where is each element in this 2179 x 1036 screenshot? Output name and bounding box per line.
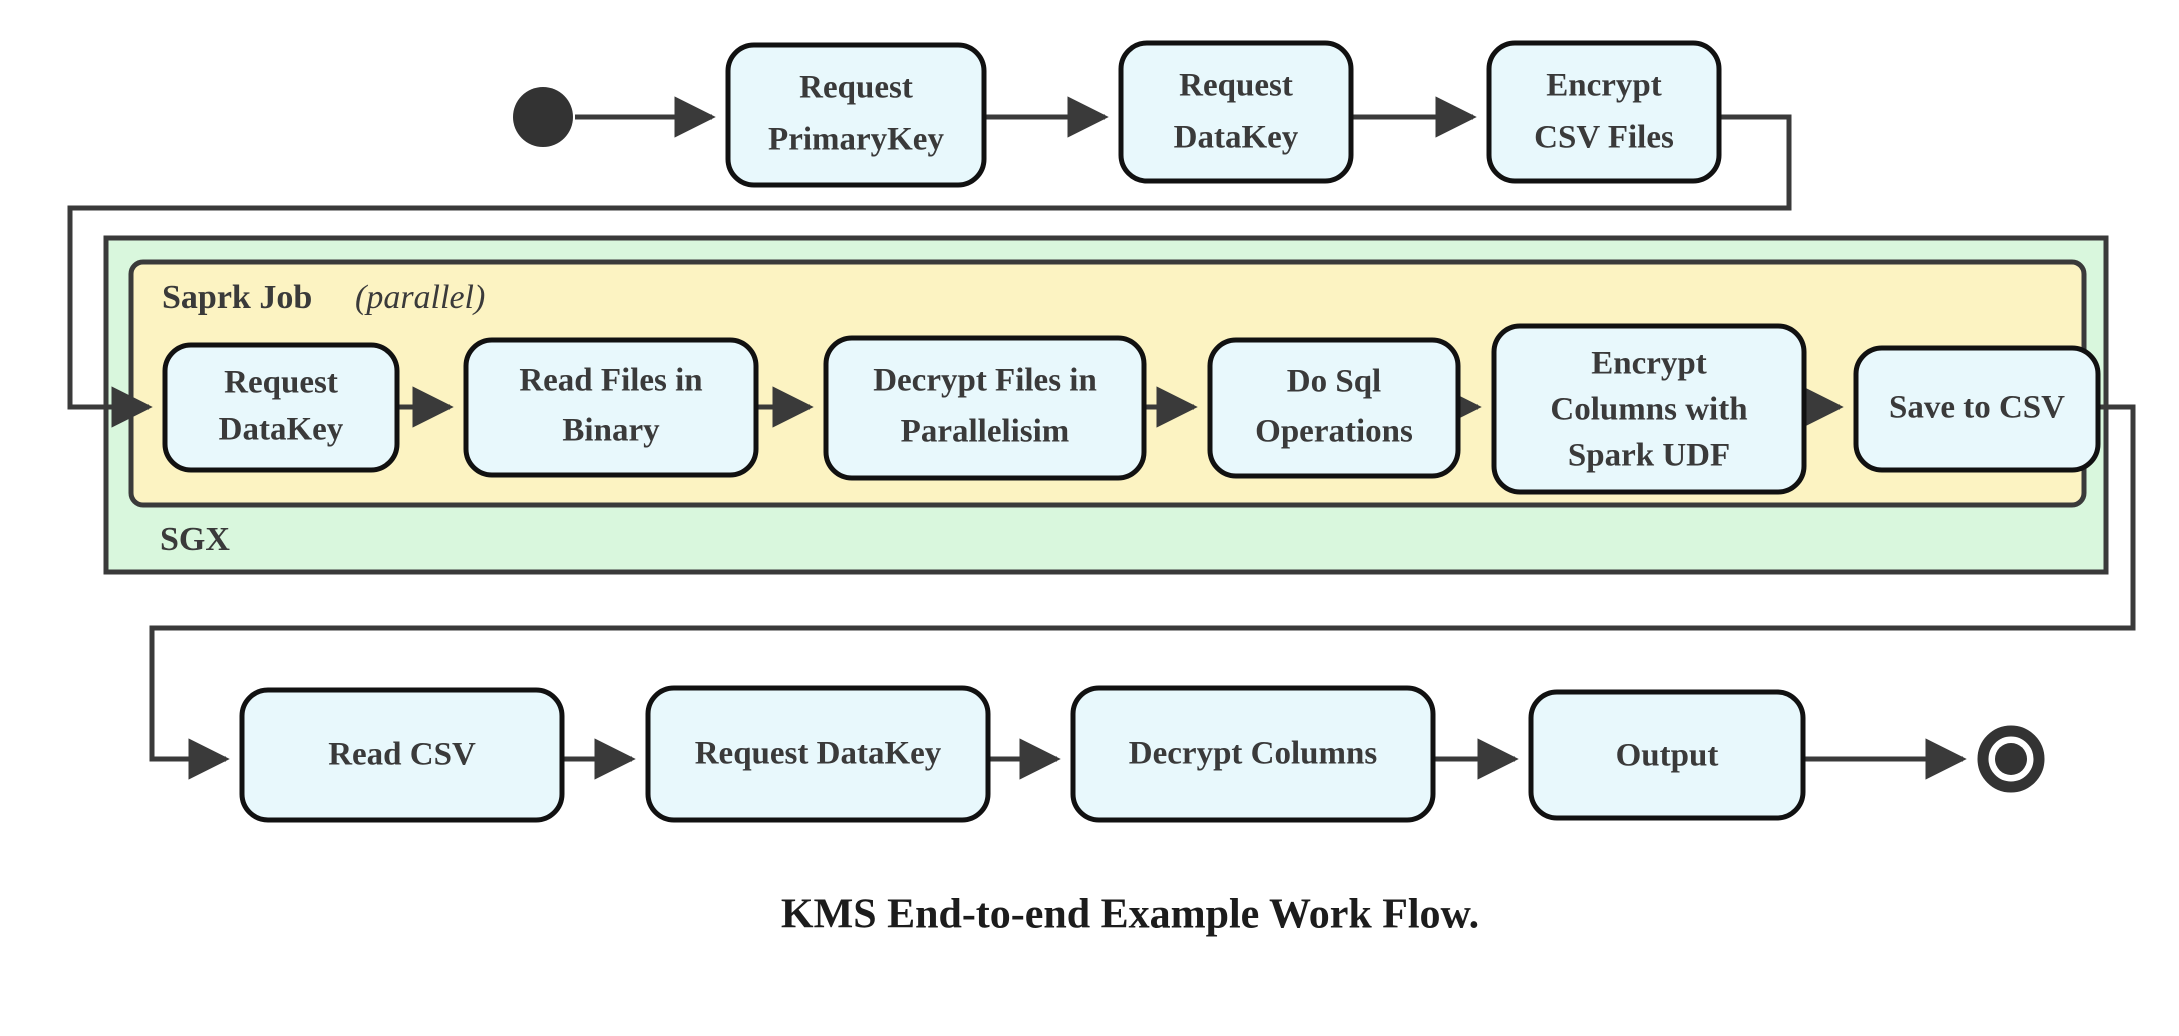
node-request-primarykey-rect[interactable] — [725, 42, 987, 188]
node-encrypt-csv-files[interactable]: Encrypt CSV Files — [1486, 40, 1722, 184]
node-read-csv-rect[interactable] — [239, 687, 565, 823]
node-output-line-0: Output — [1616, 738, 1719, 774]
node-do-sql-operations-rect[interactable] — [1207, 337, 1461, 479]
end-node — [1977, 725, 2045, 793]
end-node-dot — [1995, 743, 2027, 775]
node-do-sql-operations[interactable]: Do Sql Operations — [1207, 337, 1461, 479]
node-read-csv[interactable]: Read CSV — [239, 687, 565, 823]
diagram-caption: KMS End-to-end Example Work Flow. — [781, 892, 1479, 938]
end-node-ring — [1977, 725, 2045, 793]
node-request-primarykey[interactable]: Request PrimaryKey — [725, 42, 987, 188]
node-encrypt-columns-line-2: Spark UDF — [1568, 438, 1730, 474]
node-save-to-csv[interactable]: Save to CSV — [1853, 345, 2101, 473]
start-node — [513, 87, 573, 147]
node-read-files-in-binary-line-1: Binary — [562, 413, 660, 449]
node-do-sql-operations-line-0: Do Sql — [1287, 364, 1381, 400]
edges — [67, 96, 2136, 780]
node-request-datakey-top[interactable]: Request DataKey — [1118, 40, 1354, 184]
node-encrypt-csv-files-line-1: CSV Files — [1534, 120, 1674, 156]
node-read-csv-line-0: Read CSV — [328, 737, 476, 773]
node-save-to-csv-rect[interactable] — [1853, 345, 2101, 473]
sgx-container-label: SGX — [160, 521, 230, 558]
node-request-datakey-bottom-line-0: Request DataKey — [695, 736, 942, 772]
node-read-files-in-binary-line-0: Read Files in — [519, 363, 702, 399]
node-request-datakey-bottom[interactable]: Request DataKey — [645, 685, 991, 823]
spark-job-label-bold: Saprk Job — [162, 279, 312, 316]
node-decrypt-files-in-parallelisim-rect[interactable] — [823, 335, 1147, 481]
edge-encrypt-csv-to-spark-request-datakey — [67, 114, 1792, 428]
node-encrypt-columns-line-0: Encrypt — [1591, 346, 1707, 382]
node-encrypt-csv-files-rect[interactable] — [1486, 40, 1722, 184]
node-request-datakey-bottom-rect[interactable] — [645, 685, 991, 823]
node-request-primarykey-line-0: Request — [799, 70, 913, 106]
node-request-datakey-top-line-0: Request — [1179, 68, 1293, 104]
node-encrypt-csv-files-line-0: Encrypt — [1546, 68, 1662, 104]
node-request-datakey-spark-line-0: Request — [224, 365, 338, 401]
node-request-primarykey-line-1: PrimaryKey — [768, 122, 944, 158]
spark-job-label-parallel: (parallel) — [355, 279, 485, 316]
node-request-datakey-spark-rect[interactable] — [162, 342, 400, 473]
node-read-files-in-binary-rect[interactable] — [463, 337, 759, 478]
node-output[interactable]: Output — [1528, 689, 1806, 821]
node-decrypt-files-line-1: Parallelisim — [901, 414, 1070, 450]
node-request-datakey-spark[interactable]: Request DataKey — [162, 342, 400, 473]
node-output-rect[interactable] — [1528, 689, 1806, 821]
node-do-sql-operations-line-1: Operations — [1255, 414, 1413, 450]
node-decrypt-columns[interactable]: Decrypt Columns — [1070, 685, 1436, 823]
node-decrypt-files-in-parallelisim[interactable]: Decrypt Files in Parallelisim — [823, 335, 1147, 481]
node-read-files-in-binary[interactable]: Read Files in Binary — [463, 337, 759, 478]
node-encrypt-columns-spark-udf[interactable]: Encrypt Columns with Spark UDF — [1491, 323, 1807, 495]
edge-save-csv-to-read-csv — [149, 404, 2136, 780]
node-encrypt-columns-spark-udf-rect[interactable] — [1491, 323, 1807, 495]
node-save-to-csv-line-0: Save to CSV — [1889, 390, 2065, 426]
node-decrypt-columns-rect[interactable] — [1070, 685, 1436, 823]
node-encrypt-columns-line-1: Columns with — [1550, 392, 1747, 428]
node-request-datakey-top-line-1: DataKey — [1174, 120, 1299, 156]
node-decrypt-columns-line-0: Decrypt Columns — [1129, 736, 1378, 772]
node-decrypt-files-line-0: Decrypt Files in — [873, 363, 1097, 399]
node-request-datakey-top-rect[interactable] — [1118, 40, 1354, 184]
node-request-datakey-spark-line-1: DataKey — [219, 412, 344, 448]
